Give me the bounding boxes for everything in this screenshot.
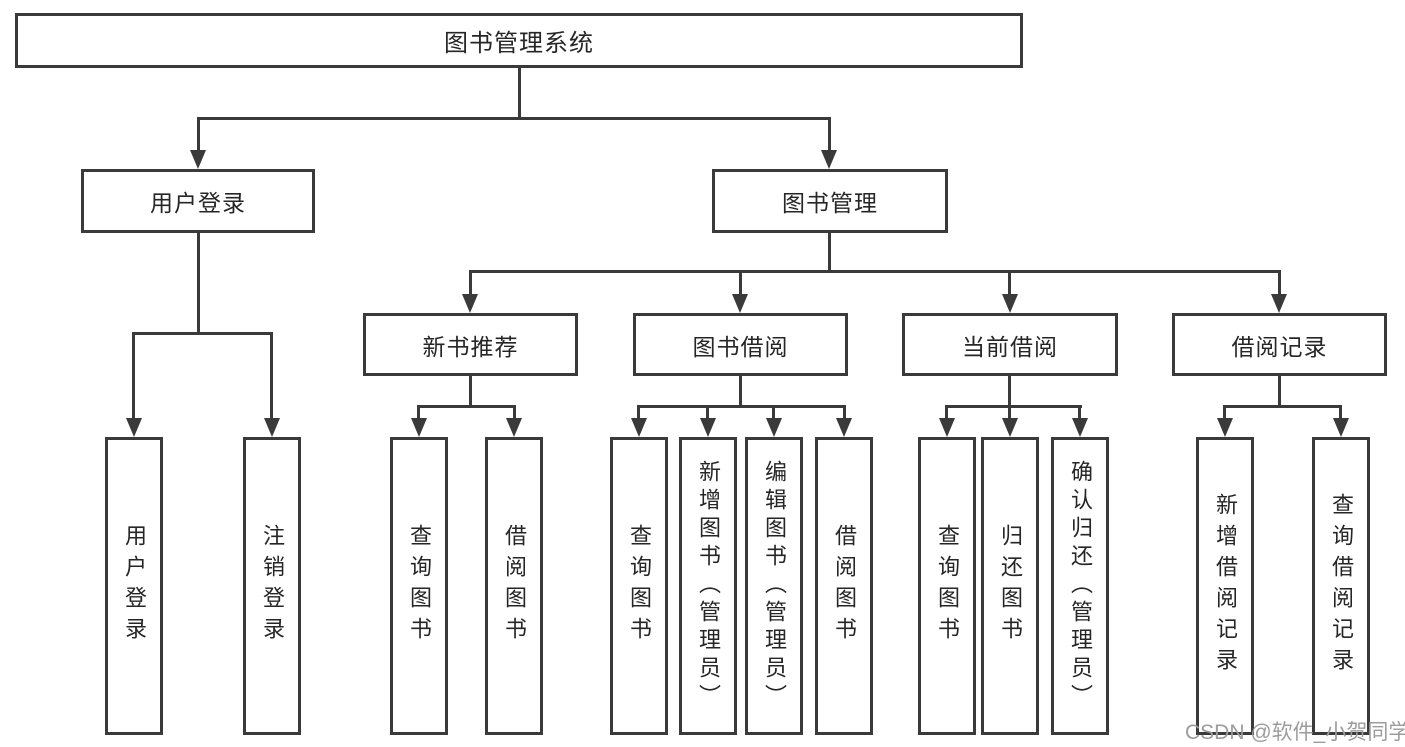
connector-book-mgmt-branch (469, 270, 1281, 273)
connector-borrow-records-stem (1278, 376, 1281, 407)
connector-new-book-branch (417, 405, 516, 408)
arrow-down-icon (700, 418, 716, 437)
connector-leaf-drop (706, 405, 709, 423)
connector-current-borrow-stem (1008, 376, 1011, 407)
arrow-down-icon (1072, 418, 1088, 437)
arrow-down-icon (264, 418, 280, 437)
leaf-edit-book-admin: 编辑图书（管理员） (745, 437, 803, 735)
leaf-edit-book-admin-label: 编辑图书（管理员） (762, 460, 787, 712)
leaf-user-login: 用户登录 (105, 437, 163, 735)
connector-leaf-drop (1008, 405, 1011, 423)
connector-root-branch (197, 117, 831, 120)
leaf-borrow-book: 借阅图书 (815, 437, 873, 735)
connector-root-stem (518, 68, 521, 119)
node-root-label: 图书管理系统 (444, 30, 594, 57)
arrow-down-icon (766, 418, 782, 437)
arrow-down-icon (462, 294, 478, 313)
connector-user-login-drop (197, 117, 200, 155)
connector-leaf-drop (513, 405, 516, 423)
leaf-query-book-recommend: 查询图书 (390, 437, 448, 735)
connector-book-borrow-branch (637, 405, 846, 408)
connector-user-login-branch (132, 332, 273, 335)
leaf-borrow-book-recommend-label: 借阅图书 (502, 524, 527, 648)
arrow-down-icon (1002, 418, 1018, 437)
node-user-login: 用户登录 (81, 169, 315, 233)
leaf-return-book: 归还图书 (981, 437, 1039, 735)
connector-new-book-drop (469, 270, 472, 299)
leaf-add-borrow-record: 新增借阅记录 (1196, 437, 1254, 735)
leaf-user-login-label: 用户登录 (122, 524, 147, 648)
connector-leaf-drop (945, 405, 948, 423)
node-user-login-label: 用户登录 (150, 190, 246, 216)
node-book-borrow: 图书借阅 (633, 313, 848, 376)
leaf-query-book-borrow-label: 查询图书 (627, 524, 652, 648)
connector-leaf-drop (843, 405, 846, 423)
connector-new-book-stem (469, 376, 472, 407)
leaf-borrow-book-label: 借阅图书 (832, 524, 857, 648)
arrow-down-icon (939, 418, 955, 437)
leaf-borrow-book-recommend: 借阅图书 (485, 437, 543, 735)
node-borrow-records: 借阅记录 (1172, 313, 1387, 376)
leaf-confirm-return-admin-label: 确认归还（管理员） (1068, 460, 1093, 712)
arrow-down-icon (506, 418, 522, 437)
connector-leaf-drop (1339, 405, 1342, 423)
arrow-down-icon (732, 294, 748, 313)
connector-leaf-drop (1223, 405, 1226, 423)
connector-borrow-records-drop (1278, 270, 1281, 299)
csdn-watermark: CSDN @软件_小贺同学 (1185, 721, 1405, 744)
connector-book-mgmt-drop (828, 117, 831, 155)
leaf-query-borrow-record: 查询借阅记录 (1312, 437, 1370, 735)
leaf-add-book-admin-label: 新增图书（管理员） (696, 460, 721, 712)
arrow-down-icon (1333, 418, 1349, 437)
connector-user-login-stem (197, 233, 200, 334)
leaf-query-book-recommend-label: 查询图书 (407, 524, 432, 648)
node-root: 图书管理系统 (15, 13, 1023, 68)
node-book-management-label: 图书管理 (782, 190, 878, 216)
connector-leaf-drop (772, 405, 775, 423)
arrow-down-icon (1271, 294, 1287, 313)
connector-leaf-drop (1078, 405, 1081, 423)
connector-current-borrow-branch (945, 405, 1082, 408)
leaf-query-book-borrow: 查询图书 (610, 437, 668, 735)
node-current-borrow: 当前借阅 (902, 313, 1118, 376)
connector-book-borrow-drop (739, 270, 742, 299)
arrow-down-icon (411, 418, 427, 437)
connector-book-borrow-stem (739, 376, 742, 407)
leaf-query-book-current: 查询图书 (918, 437, 976, 735)
leaf-logout-label: 注销登录 (260, 524, 285, 648)
arrow-down-icon (836, 418, 852, 437)
arrow-down-icon (821, 150, 837, 169)
leaf-query-book-current-label: 查询图书 (935, 524, 960, 648)
leaf-add-book-admin: 新增图书（管理员） (679, 437, 737, 735)
connector-current-borrow-drop (1008, 270, 1011, 299)
node-new-book-recommend: 新书推荐 (363, 313, 578, 376)
connector-leaf-drop (270, 332, 273, 422)
leaf-return-book-label: 归还图书 (998, 524, 1023, 648)
arrow-down-icon (631, 418, 647, 437)
arrow-down-icon (1002, 294, 1018, 313)
leaf-query-borrow-record-label: 查询借阅记录 (1329, 493, 1354, 679)
connector-leaf-drop (637, 405, 640, 423)
arrow-down-icon (190, 150, 206, 169)
node-book-management: 图书管理 (712, 169, 948, 233)
node-new-book-recommend-label: 新书推荐 (422, 333, 519, 360)
leaf-confirm-return-admin: 确认归还（管理员） (1051, 437, 1109, 735)
node-borrow-records-label: 借阅记录 (1231, 333, 1328, 360)
leaf-logout: 注销登录 (243, 437, 301, 735)
leaf-add-borrow-record-label: 新增借阅记录 (1213, 493, 1238, 679)
node-current-borrow-label: 当前借阅 (962, 333, 1058, 360)
node-book-borrow-label: 图书借阅 (692, 333, 789, 360)
connector-book-mgmt-stem (828, 233, 831, 272)
connector-leaf-drop (417, 405, 420, 423)
arrow-down-icon (1217, 418, 1233, 437)
arrow-down-icon (126, 418, 142, 437)
connector-leaf-drop (132, 332, 135, 422)
connector-borrow-records-branch (1223, 405, 1342, 408)
